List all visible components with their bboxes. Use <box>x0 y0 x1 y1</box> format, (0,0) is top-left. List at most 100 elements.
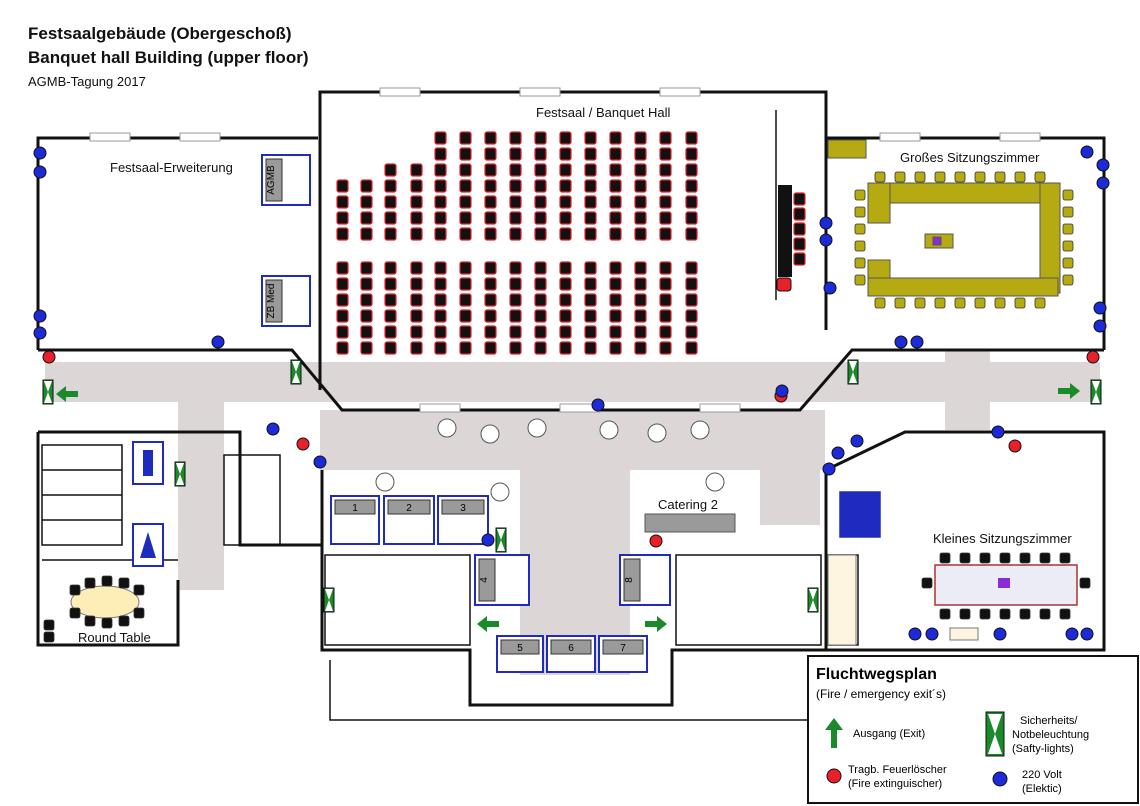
chair <box>939 552 951 564</box>
chair <box>534 277 547 291</box>
chair <box>584 325 597 339</box>
chair <box>434 227 447 241</box>
exit-arrow-icon <box>477 616 499 632</box>
svg-text:7: 7 <box>620 643 626 654</box>
chair <box>1014 297 1026 309</box>
window-marks <box>89 87 1041 413</box>
chair <box>559 147 572 161</box>
power-socket-icon <box>908 627 922 641</box>
chair <box>685 309 698 323</box>
east-passage <box>760 410 820 525</box>
svg-text:3: 3 <box>460 503 466 514</box>
extension-label: Festsaal-Erweiterung <box>110 160 233 175</box>
chair <box>410 227 423 241</box>
chair <box>584 163 597 177</box>
chair <box>634 277 647 291</box>
chair <box>459 341 472 355</box>
chair <box>384 309 397 323</box>
chair <box>434 131 447 145</box>
chair <box>410 309 423 323</box>
chair <box>509 195 522 209</box>
chair <box>685 261 698 275</box>
safety-light-icon <box>323 587 335 613</box>
chair <box>434 325 447 339</box>
chair <box>484 261 497 275</box>
power-socket-icon <box>33 165 47 179</box>
chair <box>634 261 647 275</box>
chair <box>659 277 672 291</box>
chair <box>659 341 672 355</box>
chair <box>410 195 423 209</box>
booth-5: 5 <box>496 635 544 673</box>
power-socket-icon <box>910 335 924 349</box>
chair <box>659 195 672 209</box>
chair <box>459 163 472 177</box>
chair <box>360 179 373 193</box>
chair <box>509 227 522 241</box>
power-socket-icon <box>1096 176 1110 190</box>
chair <box>434 277 447 291</box>
chair <box>484 325 497 339</box>
chair <box>793 192 806 206</box>
power-socket-icon <box>850 434 864 448</box>
chair <box>434 147 447 161</box>
chair <box>559 325 572 339</box>
walls <box>36 90 1106 707</box>
chair <box>509 147 522 161</box>
chair <box>534 147 547 161</box>
pillar <box>690 420 710 440</box>
chair <box>874 171 886 183</box>
exit-arrow-icon <box>645 616 667 632</box>
chair <box>1062 274 1074 286</box>
exit-arrow-icon <box>56 386 78 402</box>
chair <box>1062 240 1074 252</box>
power-socket-icon <box>1096 158 1110 172</box>
power-socket-icon <box>819 216 833 230</box>
svg-text:6: 6 <box>568 643 574 654</box>
chair <box>894 171 906 183</box>
chair <box>559 277 572 291</box>
chair <box>685 277 698 291</box>
chair <box>384 227 397 241</box>
chair <box>609 131 622 145</box>
fire-extinguisher-icon <box>296 437 310 451</box>
chair <box>410 211 423 225</box>
svg-text:5: 5 <box>517 643 523 654</box>
chair <box>484 227 497 241</box>
lobby <box>320 410 825 470</box>
chair <box>509 341 522 355</box>
chair <box>854 189 866 201</box>
chair <box>854 240 866 252</box>
chair <box>360 261 373 275</box>
power-socket-icon <box>822 462 836 476</box>
chair <box>659 293 672 307</box>
safety-light-icon <box>807 587 819 613</box>
power-socket-icon <box>266 422 280 436</box>
chair <box>959 552 971 564</box>
fire-extinguisher-icon <box>1008 439 1022 453</box>
chair <box>559 211 572 225</box>
chair <box>979 608 991 620</box>
chair <box>410 277 423 291</box>
chair <box>410 325 423 339</box>
round-table-label: Round Table <box>78 630 151 645</box>
chair <box>559 261 572 275</box>
chair <box>894 297 906 309</box>
pillar <box>647 423 667 443</box>
chair <box>534 179 547 193</box>
chair <box>685 179 698 193</box>
chair <box>609 147 622 161</box>
wc-signs <box>132 441 164 567</box>
power-socket-icon <box>991 425 1005 439</box>
chair <box>360 341 373 355</box>
chair <box>509 211 522 225</box>
chair <box>584 179 597 193</box>
chair <box>559 293 572 307</box>
booth-7: 7 <box>598 635 648 673</box>
chair <box>1039 552 1051 564</box>
chair <box>360 293 373 307</box>
chair <box>939 608 951 620</box>
booth-6: 6 <box>546 635 596 673</box>
toilet-men-icon <box>132 441 164 485</box>
